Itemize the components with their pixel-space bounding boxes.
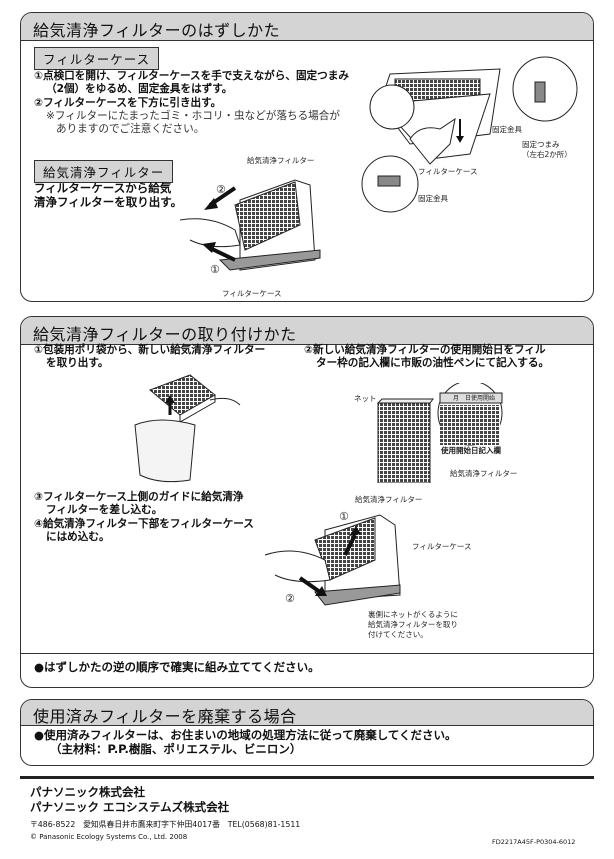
case-label: フィルターケース bbox=[418, 167, 478, 176]
footer-rule bbox=[20, 776, 594, 779]
step-text: ①包装用ポリ袋から、新しい給気清浄フィルター bbox=[34, 344, 266, 356]
new-filter-illustration bbox=[376, 383, 503, 483]
step-text: ②新しい給気清浄フィルターの使用開始日をフィル bbox=[304, 344, 546, 356]
date-field-label: 使用開始日記入欄 bbox=[441, 446, 501, 455]
bracket-label: 固定金具 bbox=[492, 125, 522, 134]
copyright-text: Panasonic Ecology Systems Co., Ltd. 2008 bbox=[39, 833, 188, 841]
section-title: 給気清浄フィルターのはずしかた bbox=[21, 13, 593, 41]
filter-install-illustration bbox=[264, 514, 401, 606]
step-number: ① bbox=[210, 263, 220, 276]
case-label: フィルターケース bbox=[222, 289, 282, 298]
caution-text: ありますのでご注意ください。 bbox=[56, 123, 205, 135]
filter-removal-illustration bbox=[180, 179, 321, 271]
filter-case-tag: フィルターケース bbox=[34, 47, 160, 70]
copyright-icon: © bbox=[30, 833, 37, 841]
knob-count-label: （左右2か所） bbox=[522, 150, 572, 159]
disposal-section: 使用済みフィルターを廃棄する場合 bbox=[20, 699, 594, 766]
assembly-note: ●はずしかたの逆の順序で確実に組み立ててください。 bbox=[34, 660, 320, 674]
step-text: フィルターケースから給気 bbox=[34, 181, 172, 195]
copyright: © Panasonic Ecology Systems Co., Ltd. 20… bbox=[30, 833, 187, 841]
company-name: パナソニック エコシステムズ株式会社 bbox=[30, 800, 230, 814]
step-number: ② bbox=[285, 592, 295, 605]
filter-label: 給気清浄フィルター bbox=[247, 156, 315, 165]
filter-case-illustration bbox=[361, 56, 578, 213]
net-label: ネット bbox=[354, 394, 377, 403]
step-text: ③フィルターケース上側のガイドに給気清浄 bbox=[34, 491, 244, 503]
case-label: フィルターケース bbox=[412, 542, 472, 551]
step-text: ①点検口を開け、フィルターケースを手で支えながら、固定つまみ bbox=[34, 70, 349, 82]
step-text: にはめ込む。 bbox=[46, 531, 110, 543]
disposal-text: ●使用済みフィルターは、お住まいの地域の処理方法に従って廃棄してください。 bbox=[34, 728, 457, 742]
divider bbox=[21, 653, 593, 654]
knob-label: 固定つまみ bbox=[522, 140, 560, 149]
section-title: 給気清浄フィルターの取り付けかた bbox=[21, 317, 593, 345]
filter-label: 給気清浄フィルター bbox=[355, 495, 423, 504]
section-title: 使用済みフィルターを廃棄する場合 bbox=[21, 700, 593, 726]
step-text: ④給気清浄フィルター下部をフィルターケース bbox=[34, 518, 254, 530]
install-section: 給気清浄フィルターの取り付けかた bbox=[20, 316, 594, 688]
bag-illustration bbox=[134, 374, 241, 483]
step-text: ター枠の記入欄に市販の油性ペンにて記入する。 bbox=[316, 357, 550, 369]
disposal-materials: （主材料：P.P.樹脂、ポリエステル、ビニロン） bbox=[50, 742, 302, 756]
step-number: ② bbox=[216, 183, 226, 196]
caution-text: ※フィルターにたまったゴミ・ホコリ・虫などが落ちる場合が bbox=[46, 110, 340, 122]
step-text: を取り出す。 bbox=[46, 357, 109, 369]
document-code: FD2217A45F-P0304-6012 bbox=[492, 838, 576, 846]
filter-label: 給気清浄フィルター bbox=[450, 469, 518, 478]
date-marks: 月 日使用開始 bbox=[453, 395, 496, 402]
step-text: ②フィルターケースを下方に引き出す。 bbox=[34, 97, 222, 109]
step-number: ① bbox=[339, 510, 349, 523]
step-text: （2個）をゆるめ、固定金具をはずす。 bbox=[46, 83, 233, 95]
filter-tag: 給気清浄フィルター bbox=[34, 160, 174, 183]
note-text: 裏側にネットがくるように bbox=[368, 610, 458, 619]
bracket-label: 固定金具 bbox=[418, 194, 448, 203]
address: 〒486-8522 愛知県春日井市鷹来町字下仲田4017番 TEL(0568)8… bbox=[30, 820, 301, 829]
step-text: 清浄フィルターを取り出す。 bbox=[34, 195, 183, 209]
note-text: 給気清浄フィルターを取り bbox=[368, 620, 458, 629]
step-text: フィルターを差し込む。 bbox=[46, 504, 163, 516]
company-name: パナソニック株式会社 bbox=[30, 785, 145, 799]
note-text: 付けてください。 bbox=[368, 630, 428, 639]
